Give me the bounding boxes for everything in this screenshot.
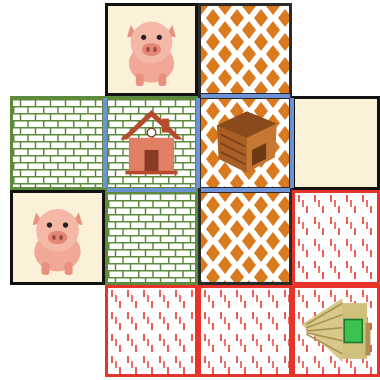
straw-house-icon (295, 288, 377, 374)
tile-orange-diamond-r2c2[interactable]: t-2-2 (198, 190, 292, 285)
brick-house-icon (108, 99, 195, 187)
tile-orange-diamond-r1c2[interactable]: t-1-2 (198, 96, 292, 190)
tile-red-straw-r3c3[interactable]: t-3-3 (292, 285, 380, 377)
tile-green-brick-r2c1[interactable]: t-2-1 (105, 190, 198, 285)
tile-connector (290, 98, 294, 188)
pig-icon (13, 193, 102, 282)
wood-house-icon (201, 99, 289, 187)
tile-cream-r0c1[interactable]: t-0-1 (105, 3, 198, 96)
tile-red-straw-r3c2[interactable]: t-3-2 (198, 285, 292, 377)
tile-connector (201, 188, 290, 192)
tile-connector (201, 94, 290, 98)
tile-orange-diamond-r0c2[interactable]: t-0-2 (198, 3, 292, 96)
tile-connector (107, 188, 196, 192)
tile-red-straw-r3c1[interactable]: t-3-1 (105, 285, 198, 377)
tile-cream-r1c3[interactable]: t-1-3 (292, 96, 380, 190)
tile-connector (103, 98, 107, 188)
tile-cream-r2c0[interactable]: t-2-0 (10, 190, 105, 285)
pig-icon (108, 6, 195, 93)
tile-green-brick-r1c1[interactable]: t-1-1 (105, 96, 198, 190)
tile-red-straw-r2c3[interactable]: t-2-3 (292, 190, 380, 285)
tile-connector (196, 98, 200, 188)
tile-green-brick-r1c0[interactable]: t-1-0 (10, 96, 105, 190)
